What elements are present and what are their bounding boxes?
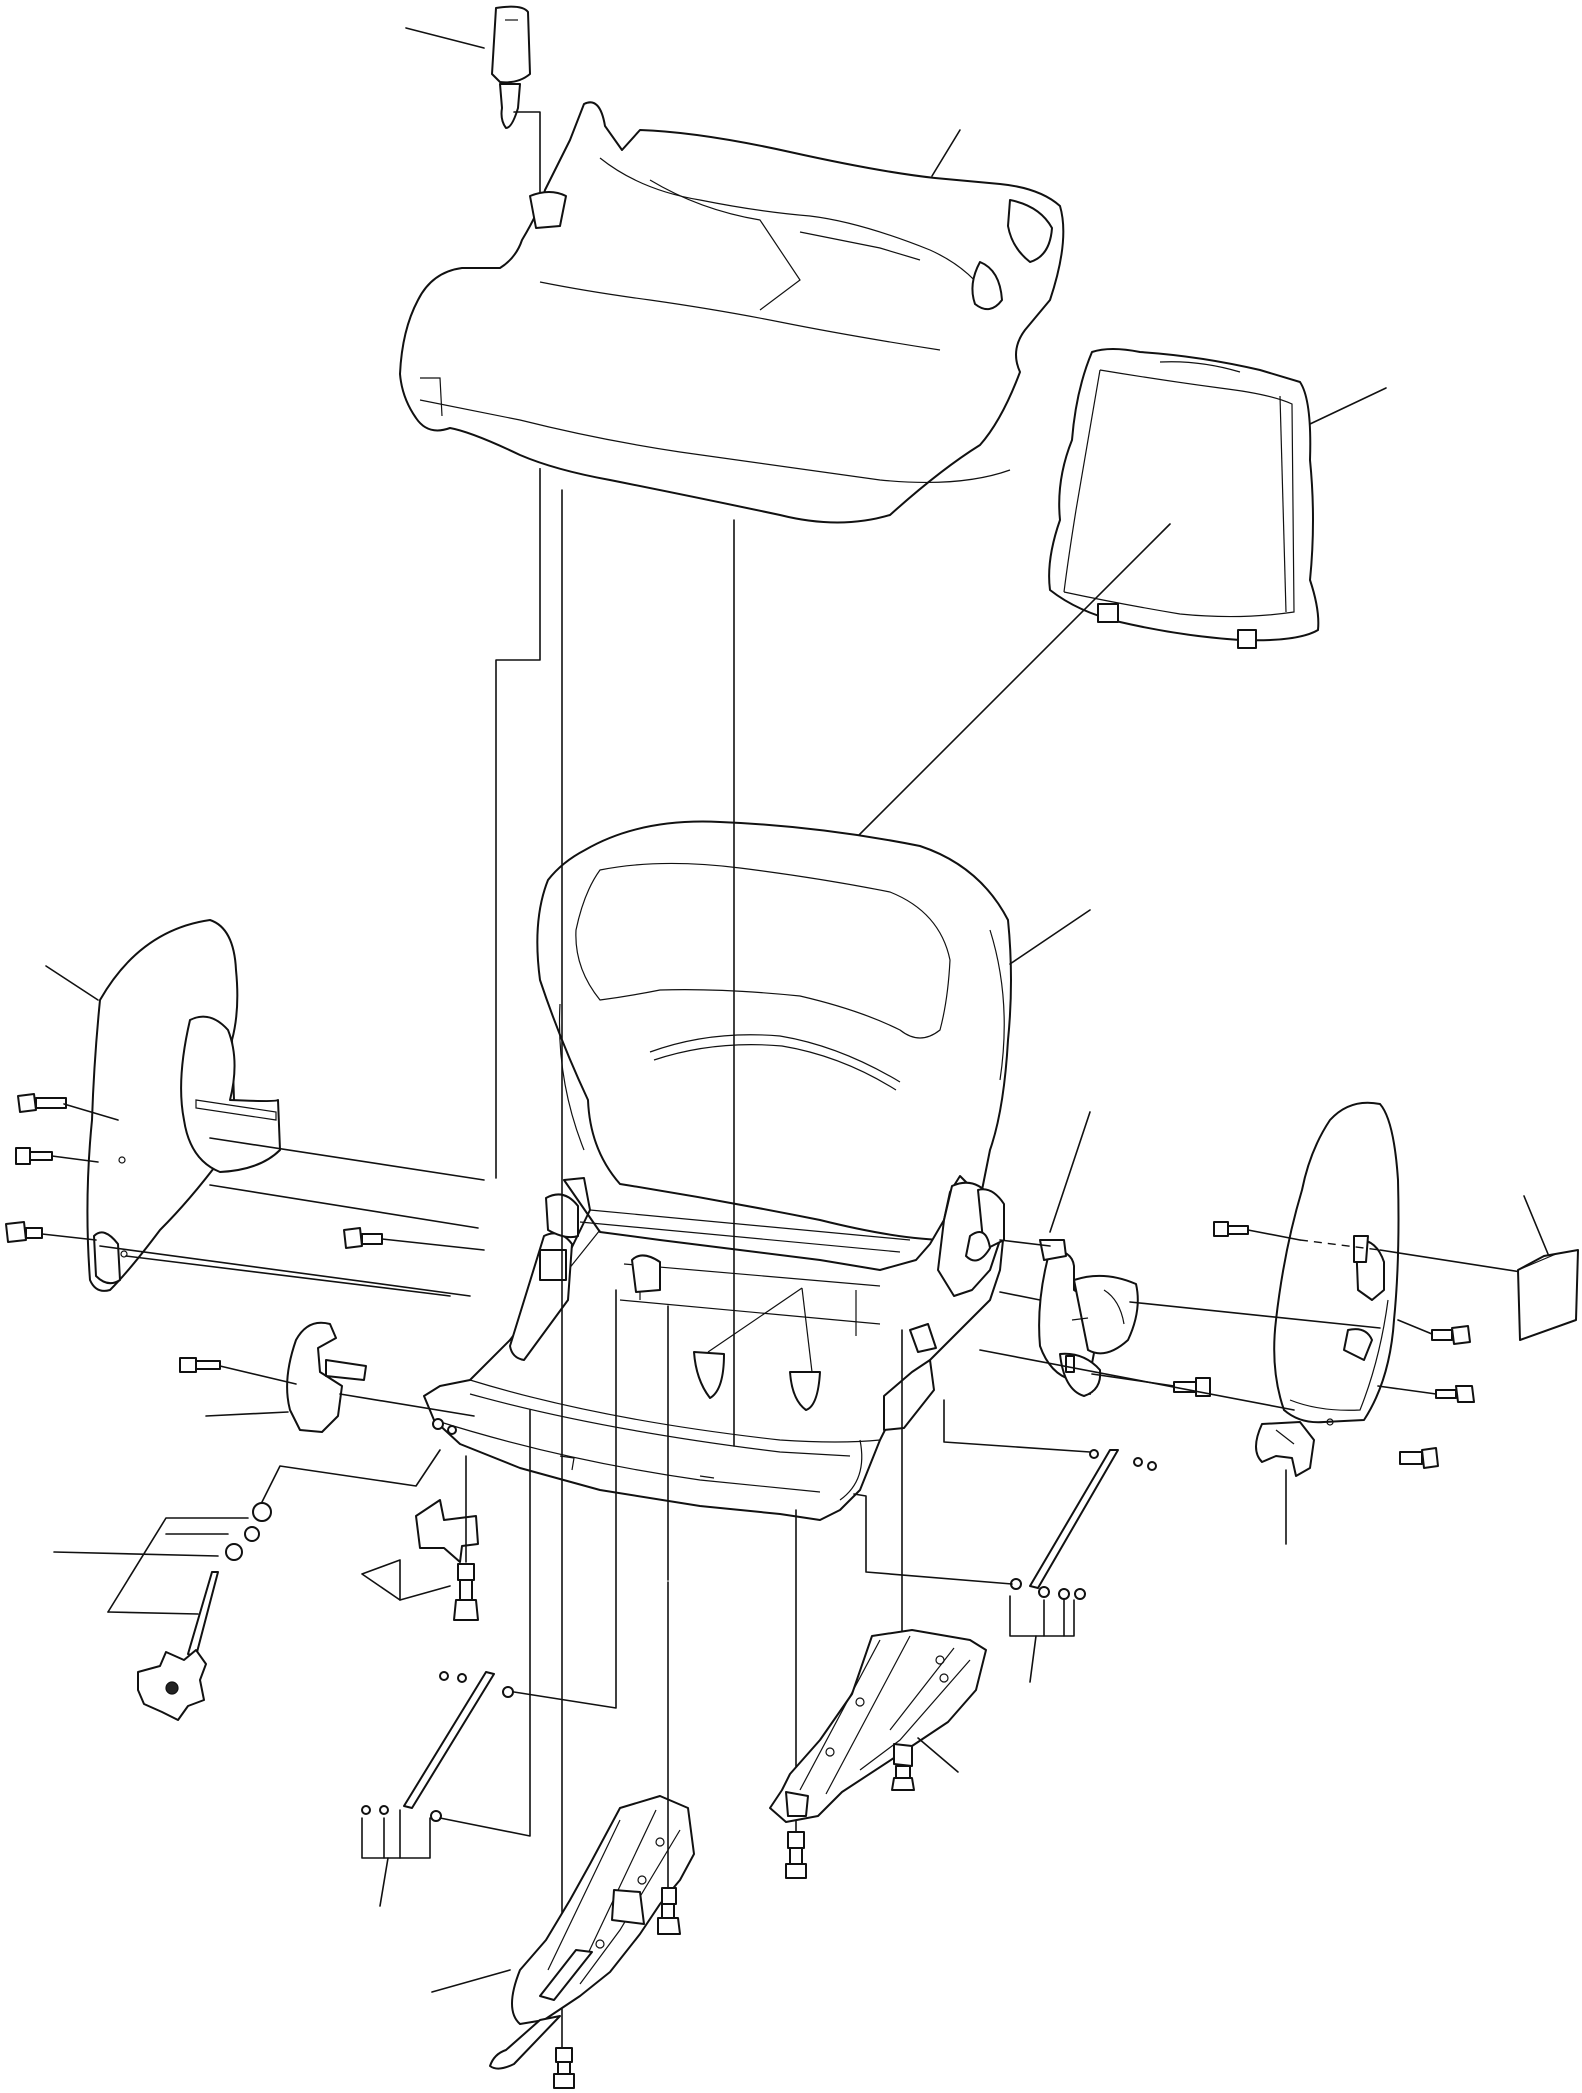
right-side-cover-part <box>1273 1101 1400 1426</box>
small-bracket-part <box>415 1455 479 1621</box>
left-rail-part <box>489 1581 695 2089</box>
seat-frame-part <box>423 1175 1005 1521</box>
callout-backrest-cover <box>1309 387 1387 425</box>
end-cap-part <box>1517 1249 1579 1341</box>
callout-left-rod-washers <box>361 1809 431 1907</box>
callout-recliner-knob <box>53 1449 441 1615</box>
callout-backrest-frame <box>1009 909 1091 965</box>
callout-left-rail <box>431 1969 511 1993</box>
right-rod-part <box>853 1399 1157 1600</box>
callout-right-rail <box>917 1737 959 1773</box>
left-lever-part <box>179 1321 475 1433</box>
left-side-cover-part <box>86 919 281 1292</box>
callout-end-cap <box>1523 1195 1549 1255</box>
callout-right-rod-washers <box>1009 1595 1075 1683</box>
callout-seat-cushion <box>931 129 961 177</box>
motor-unit-part <box>1038 1239 1139 1397</box>
callout-headrest <box>405 27 485 49</box>
right-cover-bolts <box>1213 1221 1475 1469</box>
callout-bracket-bolt <box>361 1559 451 1601</box>
left-bolts <box>5 1093 67 1243</box>
left-cross-guides <box>41 1103 485 1297</box>
right-cross-guides <box>979 1239 1535 1411</box>
left-rod-part <box>361 1289 617 1837</box>
right-hinge-part <box>1255 1421 1315 1477</box>
recliner-knob-part <box>137 1502 272 1721</box>
callout-motor-unit <box>1049 1111 1091 1233</box>
motor-bolt <box>1091 1373 1211 1397</box>
callout-left-side-cover <box>45 965 99 1001</box>
backrest-pad-part <box>536 820 1012 1241</box>
backrest-cover-part <box>1048 348 1320 649</box>
center-bolt <box>343 1227 485 1251</box>
headrest-part <box>491 5 531 129</box>
seat-cushion-part <box>399 101 1065 524</box>
right-rail-part <box>769 1629 987 1879</box>
callout-lever-handle <box>205 1411 289 1417</box>
callout-backrest-pad <box>839 523 1171 855</box>
